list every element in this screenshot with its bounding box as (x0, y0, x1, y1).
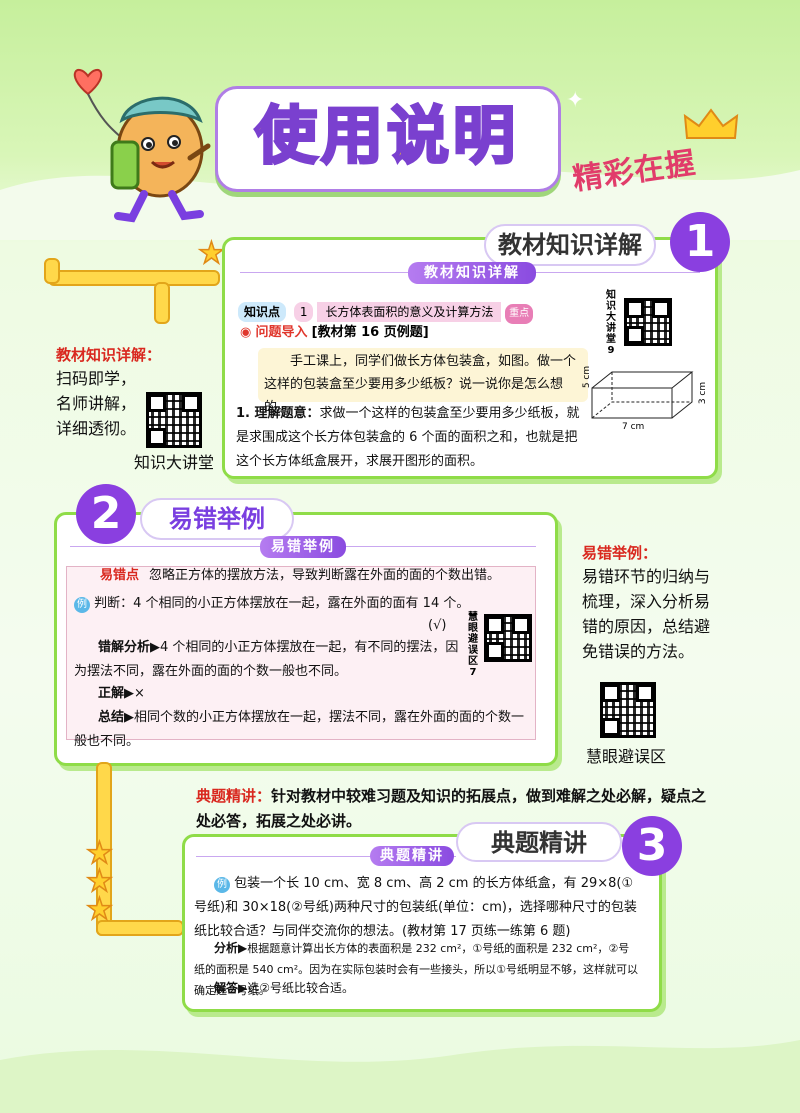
intro-line: ◉ 问题导入 [教材第 16 页例题] (240, 324, 429, 342)
section2-pill: 易错举例 (140, 498, 294, 540)
intro-ref: [教材第 16 页例题] (311, 325, 429, 340)
correct-mark: × (134, 686, 145, 701)
side1-qr-caption: 知识大讲堂 (134, 453, 215, 472)
qr-code[interactable] (484, 614, 532, 662)
section3-intro-heading: 典题精讲： (196, 787, 272, 805)
classic-analysis-label: 分析▶ (214, 941, 248, 955)
summary-text: 相同个数的小正方体摆放在一起，摆法不同，露在外面的面的个数一般也不同。 (74, 710, 525, 749)
error-analysis-label: 错解分析▶ (98, 640, 160, 655)
error-example: 例 判断：4 个相同的小正方体摆放在一起，露在外面的面有 14 个。 (74, 592, 474, 616)
background-hills (0, 170, 800, 240)
analysis-text: 1. 理解题意：求做一个这样的包装盒至少要用多少纸板，就是求围成这个长方体包装盒… (236, 402, 586, 474)
classic-example: 例 包装一个长 10 cm、宽 8 cm、高 2 cm 的长方体纸盒，有 29×… (194, 872, 640, 944)
intro-label: 问题导入 (255, 325, 308, 340)
divider (196, 856, 456, 857)
crown-icon (683, 108, 739, 139)
star-icon: ★ (85, 835, 113, 872)
qr-code[interactable] (600, 682, 656, 738)
summary-label: 总结▶ (98, 710, 134, 725)
section3-ribbon: 典题精讲 (370, 846, 454, 866)
classic-answer-text: 选②号纸比较合适。 (247, 981, 354, 995)
title-frame (215, 86, 561, 192)
side1-heading: 教材知识详解： (56, 346, 162, 364)
section2-number: 2 (76, 484, 136, 544)
side2-qr-caption: 慧眼避误区 (586, 747, 667, 766)
bottom-hills (0, 1040, 800, 1113)
dimension-width: 7 cm (622, 422, 645, 432)
qr-code[interactable] (146, 392, 202, 448)
star-icon: ★ (197, 235, 225, 272)
cuboid-figure (591, 371, 694, 419)
star-icon: ★ (85, 863, 113, 900)
classic-example-text: 包装一个长 10 cm、宽 8 cm、高 2 cm 的长方体纸盒，有 29×8(… (194, 876, 637, 939)
kp-title: 长方体表面积的意义及计算方法 (317, 302, 502, 322)
section3-intro: 典题精讲：针对教材中较难习题及知识的拓展点，做到难解之处必解，疑点之处必答，拓展… (196, 784, 716, 834)
section1-number: 1 (670, 212, 730, 272)
example-badge: 例 (74, 597, 90, 613)
question-box: 手工课上，同学们做长方体包装盒，如图。做一个这样的包装盒至少要用多少纸板？说一说… (258, 348, 588, 415)
example-badge: 例 (214, 877, 230, 893)
target-icon: ◉ (240, 325, 252, 340)
connector-pipe (154, 282, 170, 324)
section1-pill: 教材知识详解 (484, 224, 656, 266)
section3-number: 3 (622, 816, 682, 876)
correct-answer: 正解▶× (98, 682, 145, 706)
classic-answer-label: 解答▶ (214, 981, 248, 995)
kp-number: 1 (293, 302, 314, 322)
sparkle-icon: ✦ (566, 88, 585, 113)
dimension-depth: 3 cm (698, 381, 709, 405)
error-analysis-text: 4 个相同的小正方体摆放在一起，有不同的摆法，因为摆法不同，露在外面的面的个数一… (74, 640, 459, 679)
error-point-text: 忽略正方体的摆放方法，导致判断露在外面的面的个数出错。 (149, 568, 501, 583)
dimension-height: 5 cm (582, 365, 593, 389)
qr-code[interactable] (624, 298, 672, 346)
page-title: 使用说明 (253, 98, 519, 174)
classic-analysis: 分析▶根据题意计算出长方体的表面积是 232 cm²，①号纸的面积是 232 c… (194, 938, 640, 1001)
knowledge-point-bar: 知识点 1 长方体表面积的意义及计算方法 重点 (238, 302, 534, 324)
error-analysis: 错解分析▶4 个相同的小正方体摆放在一起，有不同的摆法，因为摆法不同，露在外面的… (74, 636, 464, 684)
error-point-label: 易错点 (100, 568, 140, 583)
side2-heading: 易错举例： (582, 544, 658, 562)
side1-text: 扫码即学，名师讲解，详细透彻。 (56, 369, 137, 438)
star-icon: ★ (85, 891, 113, 928)
example-mark: (√) (428, 618, 447, 633)
classic-analysis-text: 根据题意计算出长方体的表面积是 232 cm²，①号纸的面积是 232 cm²，… (194, 942, 639, 997)
connector-pipe (44, 258, 60, 284)
analysis-label: 1. 理解题意： (236, 406, 320, 421)
error-point: 易错点忽略正方体的摆放方法，导致判断露在外面的面的个数出错。 (100, 564, 530, 588)
correct-label: 正解▶ (98, 686, 134, 701)
error-box (66, 566, 536, 740)
section2-ribbon: 易错举例 (260, 536, 346, 558)
side2-text: 易错环节的归纳与梳理，深入分析易错的原因，总结避免错误的方法。 (582, 567, 711, 661)
mascot-illustration (73, 69, 211, 223)
kp-label: 知识点 (238, 302, 287, 322)
section3-pill: 典题精讲 (456, 822, 622, 862)
classic-answer: 解答▶选②号纸比较合适。 (214, 978, 354, 998)
example-text: 判断：4 个相同的小正方体摆放在一起，露在外面的面有 14 个。 (94, 596, 470, 611)
summary: 总结▶相同个数的小正方体摆放在一起，摆法不同，露在外面的面的个数一般也不同。 (74, 706, 532, 754)
kp-badge: 重点 (505, 304, 534, 324)
section3-intro-text: 针对教材中较难习题及知识的拓展点，做到难解之处必解，疑点之处必答，拓展之处必讲。 (196, 787, 707, 830)
section1-ribbon: 教材知识详解 (408, 262, 536, 284)
connector-pipe (48, 270, 220, 286)
analysis-body: 求做一个这样的包装盒至少要用多少纸板，就是求围成这个长方体包装盒的 6 个面的面… (236, 406, 580, 469)
